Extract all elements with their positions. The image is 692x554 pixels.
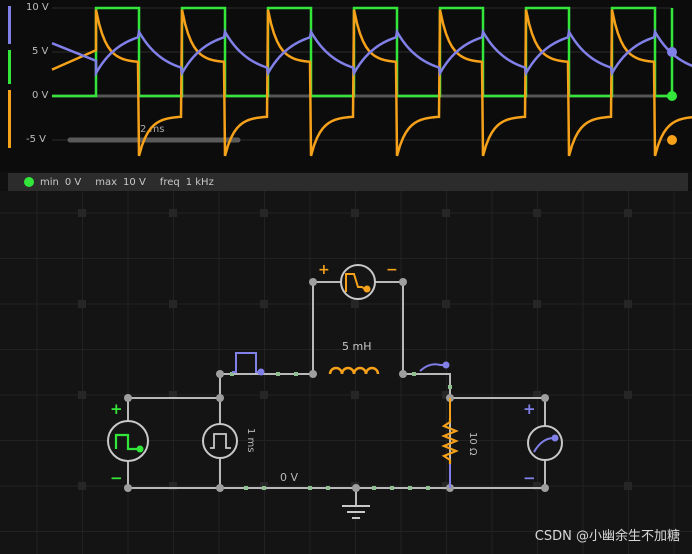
source-indicator-icon <box>24 177 34 187</box>
square-wave-source[interactable] <box>107 420 149 462</box>
probe-plus-sign: + <box>318 262 330 278</box>
canvas-grid <box>0 191 692 554</box>
scope-plot: 2 ms <box>8 6 692 157</box>
resistor-voltage-indicator-icon <box>419 361 450 372</box>
resistor[interactable] <box>441 398 459 488</box>
pulse-duration-label: 1 ms <box>245 428 256 453</box>
wire-nodes <box>124 278 549 492</box>
tick-0v: 0 V <box>32 90 49 101</box>
trace-marker-green[interactable] <box>667 91 677 101</box>
channel-bar-blue[interactable] <box>8 6 11 44</box>
pulse-indicator-icon <box>232 352 265 376</box>
current-flow-dots <box>230 372 452 490</box>
inductor-voltage-trace <box>51 9 692 157</box>
resistor-voltage-probe[interactable] <box>527 425 563 461</box>
node-voltage-label: 0 V <box>280 471 298 484</box>
min-label: min <box>40 176 59 188</box>
pulse-probe[interactable] <box>202 423 238 459</box>
resistor-voltage-trace <box>51 28 692 78</box>
min-value: 0 V <box>64 176 82 188</box>
max-label: max <box>95 176 118 188</box>
tick-minus5v: -5 V <box>26 134 46 145</box>
inductor-voltage-probe[interactable] <box>340 264 376 300</box>
freq-value: 1 kHz <box>185 176 214 188</box>
ground-icon[interactable] <box>342 505 370 519</box>
freq-label: freq <box>159 176 180 188</box>
inductor[interactable] <box>328 366 380 375</box>
resistor-probe-minus-sign: − <box>523 469 536 487</box>
source-minus-sign: − <box>110 469 123 487</box>
status-bar: min 0 V max 10 V freq 1 kHz <box>8 173 688 191</box>
resistor-value-label: 10 Ω <box>467 432 478 456</box>
resistor-probe-plus-sign: + <box>523 400 536 418</box>
inductor-value-label: 5 mH <box>342 340 371 353</box>
probe-minus-sign: − <box>386 262 398 278</box>
scope-gridlines <box>52 7 672 141</box>
trace-marker-blue[interactable] <box>667 47 677 57</box>
circuit-canvas[interactable]: + − 1 ms 5 mH + − <box>0 191 692 554</box>
max-value: 10 V <box>123 176 146 188</box>
wires <box>127 281 546 506</box>
channel-bar-orange[interactable] <box>8 90 11 148</box>
channel-bar-green[interactable] <box>8 50 11 84</box>
time-scale-label: 2 ms <box>140 124 165 135</box>
tick-5v: 5 V <box>32 46 49 57</box>
source-plus-sign: + <box>110 400 123 418</box>
oscilloscope-panel[interactable]: 2 ms 10 V 5 V 0 V -5 V <box>0 0 692 172</box>
tick-10v: 10 V <box>26 2 49 13</box>
watermark: CSDN @小幽余生不加糖 <box>534 529 680 544</box>
trace-marker-orange[interactable] <box>667 135 677 145</box>
circuit-schematic: + − 1 ms 5 mH + − <box>0 191 692 554</box>
